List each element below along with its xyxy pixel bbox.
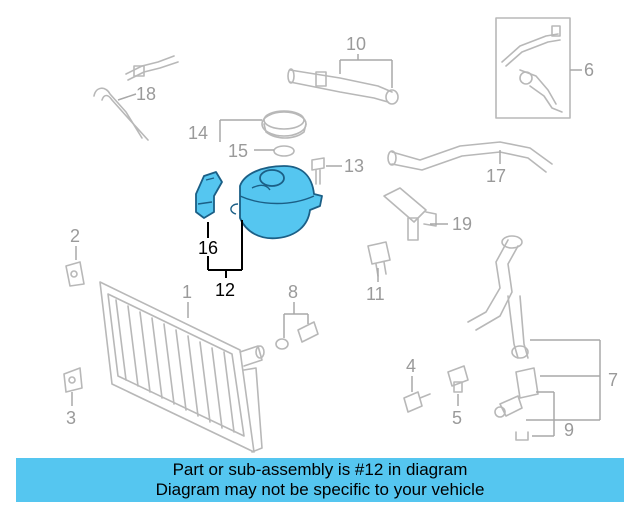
part-4-sensor xyxy=(403,391,431,413)
part-5-sensor xyxy=(447,365,469,393)
part-2-bracket xyxy=(65,261,85,287)
callout-5[interactable]: 5 xyxy=(452,408,462,428)
banner-line-2: Diagram may not be specific to your vehi… xyxy=(155,480,485,499)
banner-line-1: Part or sub-assembly is #12 in diagram xyxy=(172,460,468,479)
part-10-pipe xyxy=(287,68,399,105)
part-15-gasket xyxy=(273,145,295,157)
callout-1[interactable]: 1 xyxy=(182,282,192,302)
part-13-bolt xyxy=(311,157,325,185)
callout-14[interactable]: 14 xyxy=(188,123,208,143)
callout-19[interactable]: 19 xyxy=(452,214,472,234)
callout-11[interactable]: 11 xyxy=(366,284,385,304)
leader-18 xyxy=(117,93,137,101)
part-7-hose-assembly xyxy=(467,235,539,418)
leader-10 xyxy=(339,54,393,88)
part-3-bracket xyxy=(63,367,83,393)
callout-13[interactable]: 13 xyxy=(344,156,364,176)
part-17-hose xyxy=(387,141,553,173)
leader-8 xyxy=(283,302,309,338)
part-16-hose xyxy=(195,171,223,219)
callout-3[interactable]: 3 xyxy=(66,408,76,428)
part-12-expansion-tank xyxy=(230,165,323,240)
info-banner: Part or sub-assembly is #12 in diagram D… xyxy=(16,458,624,502)
callout-7[interactable]: 7 xyxy=(608,370,618,390)
leader-9 xyxy=(532,391,555,437)
callout-15[interactable]: 15 xyxy=(228,141,248,161)
part-6-assembly xyxy=(495,17,571,119)
leader-14 xyxy=(219,119,262,142)
callout-2[interactable]: 2 xyxy=(70,226,80,246)
part-1-radiator xyxy=(99,281,265,453)
callout-10[interactable]: 10 xyxy=(346,34,366,54)
callout-16[interactable]: 16 xyxy=(198,238,218,258)
part-19-sensor xyxy=(383,187,437,241)
parts-diagram: 1 2 3 4 5 6 7 8 9 10 11 12 13 14 15 16 1… xyxy=(63,17,618,453)
callout-6[interactable]: 6 xyxy=(584,60,594,80)
part-18-hose xyxy=(93,55,179,141)
callout-17[interactable]: 17 xyxy=(486,166,506,186)
part-14-cap xyxy=(261,110,307,139)
part-11-fitting xyxy=(367,241,391,277)
part-9-clamp xyxy=(515,431,529,441)
callout-9[interactable]: 9 xyxy=(564,420,574,440)
callout-12[interactable]: 12 xyxy=(215,280,235,300)
leader-7 xyxy=(526,339,601,421)
part-8-connector xyxy=(275,321,319,350)
leader-12 xyxy=(207,220,243,278)
callout-8[interactable]: 8 xyxy=(288,282,298,302)
callout-4[interactable]: 4 xyxy=(406,356,416,376)
callout-18[interactable]: 18 xyxy=(136,84,156,104)
